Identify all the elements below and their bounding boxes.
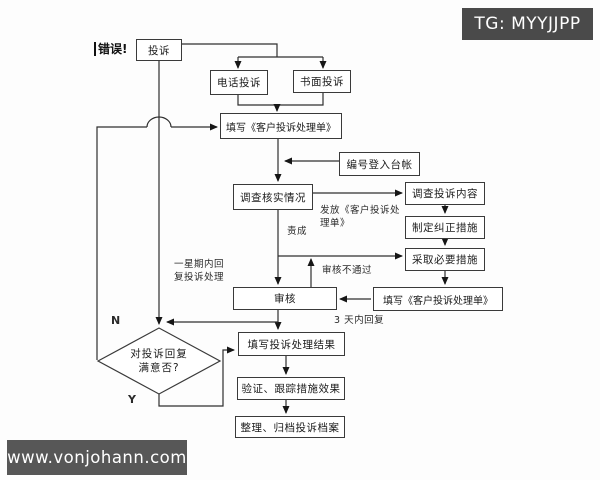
flow-node-label: 制定纠正措施 — [412, 222, 478, 234]
edge-label-assign: 责成 — [287, 225, 307, 238]
flow-node-label: 填写投诉处理结果 — [247, 338, 336, 351]
flow-node-investigate-content: 调查投诉内容 — [405, 182, 485, 205]
flow-node-label: 填写《客户投诉处理单》 — [226, 122, 336, 134]
connector-hop — [146, 116, 172, 128]
error-reference-text: 错误! — [94, 42, 127, 56]
flow-node-review: 审核 — [233, 287, 337, 310]
edge-label-line: 3 天内回复 — [334, 315, 385, 326]
edge-label-line: 发放《客户投诉处 — [320, 205, 401, 216]
tg-watermark-banner: TG: MYYJJPP — [462, 8, 593, 40]
edge-label-review-failed: 审核不通过 — [322, 264, 372, 277]
flow-node-register-number: 编号登入台帐 — [339, 152, 420, 176]
connector-split-top — [182, 43, 323, 58]
edge-label-line: Y — [128, 393, 136, 406]
decision-line-1: 对投诉回复 — [130, 348, 188, 360]
edge-label-yes: Y — [128, 393, 136, 406]
flow-node-complaint: 投诉 — [136, 39, 182, 61]
flow-node-fill-complaint-form-2: 填写《客户投诉处理单》 — [373, 287, 503, 311]
edge-label-line: 理单》 — [320, 218, 351, 229]
flow-node-label: 调查投诉内容 — [412, 188, 478, 200]
edge-label-issue-form: 发放《客户投诉处 理单》 — [320, 204, 400, 230]
flow-node-fill-complaint-form: 填写《客户投诉处理单》 — [220, 113, 342, 139]
connector-lines — [96, 43, 449, 414]
website-watermark-text: www.vonjohann.com — [7, 448, 187, 467]
flow-node-necessary-measures: 采取必要措施 — [405, 248, 485, 271]
flow-node-verify-track: 验证、跟踪措施效果 — [237, 377, 345, 400]
error-text: 错误! — [98, 42, 128, 56]
connector-n-return — [96, 126, 147, 360]
flow-node-label: 调查核实情况 — [240, 191, 306, 204]
flow-node-label: 电话投诉 — [217, 77, 261, 89]
edge-label-one-week: 一星期内回 复投诉处理 — [174, 258, 224, 284]
edge-label-line: 审核不通过 — [322, 265, 373, 276]
flow-node-label: 审核 — [274, 293, 296, 305]
flow-node-archive: 整理、归档投诉档案 — [235, 416, 345, 438]
decision-diamond-label: 对投诉回复 满意否? — [110, 347, 208, 375]
decision-diamond — [96, 327, 222, 395]
flow-node-corrective-measures: 制定纠正措施 — [405, 216, 485, 239]
flow-node-investigate-verify: 调查核实情况 — [233, 184, 313, 210]
edge-label-line: 一星期内回 — [174, 259, 225, 270]
flow-node-label: 编号登入台帐 — [346, 158, 413, 171]
flow-node-label: 投诉 — [148, 44, 170, 57]
website-watermark-banner: www.vonjohann.com — [7, 440, 187, 475]
edge-label-line: 复投诉处理 — [174, 272, 225, 283]
flow-node-written-complaint: 书面投诉 — [293, 70, 351, 93]
decision-line-2: 满意否? — [138, 362, 180, 374]
edge-label-line: 责成 — [287, 226, 308, 237]
connector-merge — [237, 93, 324, 106]
tg-watermark-text: TG: MYYJJPP — [474, 14, 581, 34]
edge-label-no: N — [111, 314, 120, 327]
flow-node-label: 整理、归档投诉档案 — [240, 421, 340, 434]
flow-node-label: 填写《客户投诉处理单》 — [383, 295, 493, 307]
edge-label-line: N — [111, 314, 121, 327]
flow-node-label: 采取必要措施 — [412, 254, 478, 266]
connector-yes-path — [158, 346, 235, 407]
flow-node-label: 验证、跟踪措施效果 — [241, 383, 341, 395]
flow-node-phone-complaint: 电话投诉 — [210, 70, 268, 95]
flow-node-fill-result: 填写投诉处理结果 — [238, 332, 345, 356]
edge-label-three-days: 3 天内回复 — [334, 314, 384, 327]
flow-node-label: 书面投诉 — [300, 76, 344, 88]
